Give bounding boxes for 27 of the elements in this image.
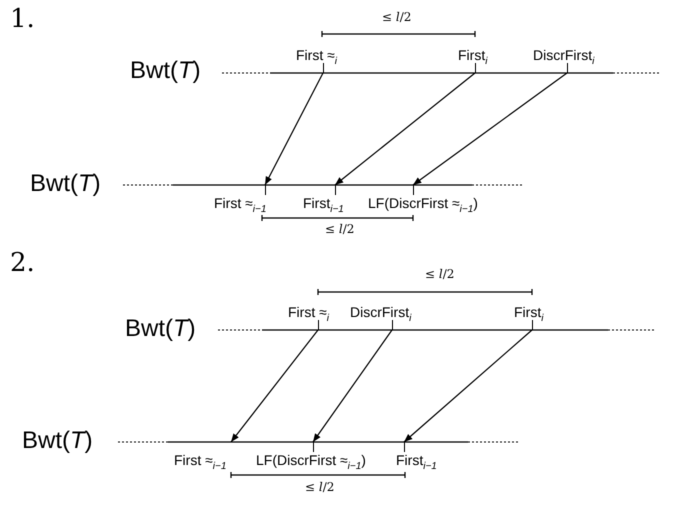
- arrow: [230, 330, 318, 442]
- sequence-label: Bwt(T): [125, 315, 196, 343]
- sequence-label: Bwt(T): [30, 170, 101, 198]
- tick-label: First$_{i}$: [514, 304, 544, 330]
- arrow: [404, 330, 532, 442]
- tick-label: First$_{i−1}$: [303, 185, 344, 211]
- tick-label: First ≈$_{i}$: [296, 47, 338, 73]
- sequence-label: Bwt(T): [22, 427, 93, 455]
- tick-label: First$_{i}$: [458, 47, 488, 73]
- tick-label: First ≈$_{i−1}$: [214, 185, 266, 211]
- panel-number: 1.: [10, 4, 35, 34]
- length-annotation: ≤ l/2: [305, 480, 334, 494]
- arrow: [412, 72, 568, 186]
- length-annotation: ≤ l/2: [382, 10, 412, 24]
- tick-label: DiscrFirst$_{i}$: [533, 47, 594, 73]
- tick-label: First$_{i−1}$: [396, 442, 437, 468]
- sequence-label: Bwt(T): [130, 57, 201, 85]
- length-annotation: ≤ l/2: [425, 267, 454, 281]
- tick-label: LF(DiscrFirst ≈$_{i−1}$): [368, 185, 478, 211]
- arrow: [334, 72, 476, 186]
- tick-label: LF(DiscrFirst ≈$_{i−1}$): [256, 442, 366, 468]
- tick-label: DiscrFirst$_{i}$: [350, 304, 412, 330]
- arrow: [312, 330, 392, 442]
- panel-number: 2.: [10, 248, 35, 278]
- arrow: [264, 72, 324, 186]
- length-annotation: ≤ l/2: [325, 222, 354, 236]
- tick-label: First ≈$_{i}$: [288, 304, 330, 330]
